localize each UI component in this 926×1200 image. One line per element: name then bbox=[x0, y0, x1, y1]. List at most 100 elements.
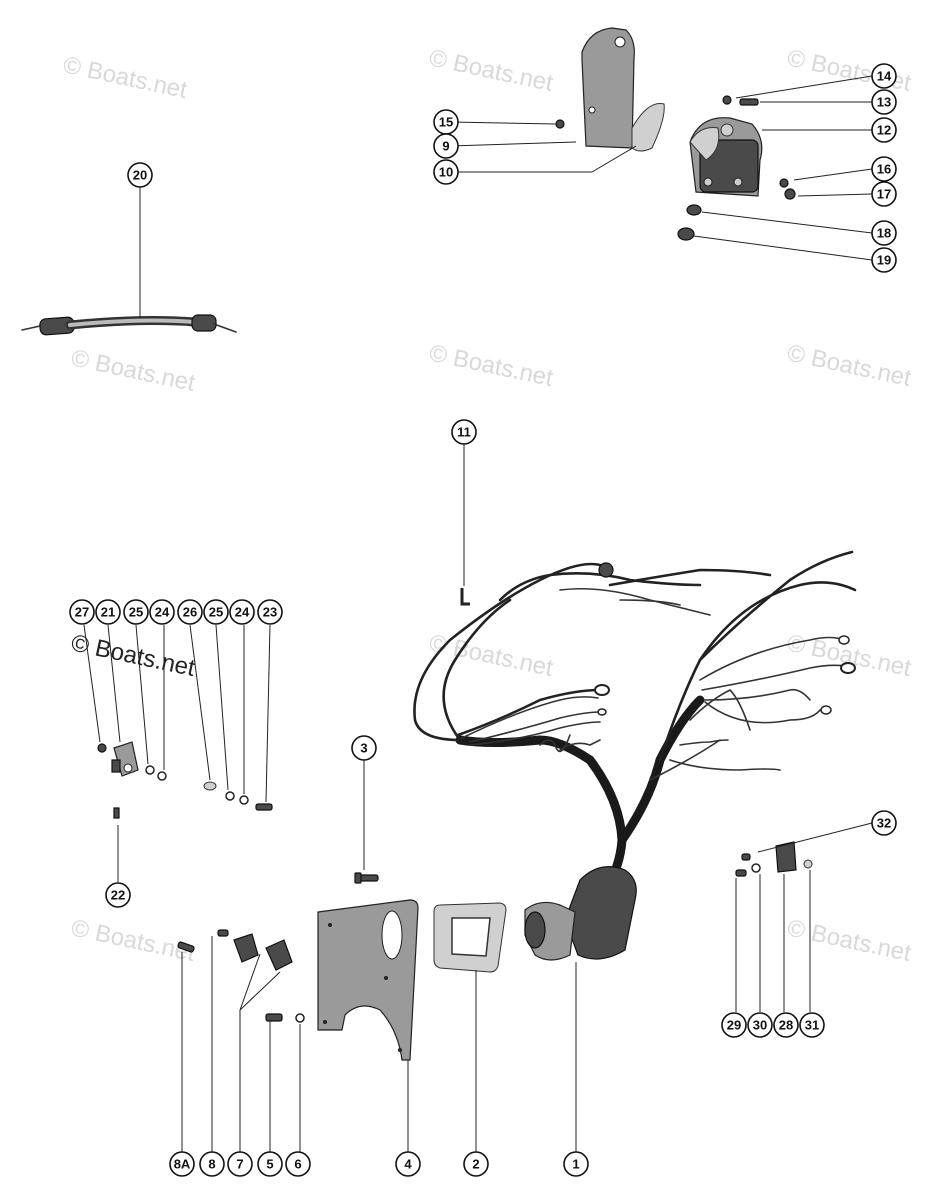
callout-8: 8 bbox=[199, 1151, 225, 1177]
callout-32: 32 bbox=[871, 810, 897, 836]
callout-5: 5 bbox=[257, 1151, 283, 1177]
watermark: © Boats.net bbox=[785, 914, 914, 967]
callout-18: 18 bbox=[871, 220, 897, 246]
callout-number: 27 bbox=[75, 605, 89, 620]
callout-30: 30 bbox=[747, 1012, 773, 1038]
callout-number: 17 bbox=[877, 187, 891, 202]
callout-23: 23 bbox=[257, 599, 283, 625]
callout-number: 19 bbox=[877, 253, 891, 268]
callout-circle bbox=[871, 220, 897, 246]
mounting-plate bbox=[317, 899, 419, 1061]
callout-number: 24 bbox=[155, 605, 170, 620]
callout-25b: 25 bbox=[203, 599, 229, 625]
callout-number: 13 bbox=[877, 95, 891, 110]
callout-number: 16 bbox=[877, 162, 891, 177]
callout-21: 21 bbox=[95, 599, 121, 625]
callout-number: 14 bbox=[877, 69, 892, 84]
callout-15: 15 bbox=[433, 109, 459, 135]
callout-28: 28 bbox=[773, 1012, 799, 1038]
callout-4: 4 bbox=[395, 1151, 421, 1177]
callout-circle bbox=[871, 117, 897, 143]
leader-lines bbox=[83, 75, 873, 1152]
callout-number: 20 bbox=[133, 168, 147, 183]
callout-circle bbox=[463, 1151, 489, 1177]
callout-circle bbox=[773, 1012, 799, 1038]
callout-11: 11 bbox=[451, 419, 477, 445]
callout-circle bbox=[105, 882, 131, 908]
callout-19: 19 bbox=[871, 247, 897, 273]
callout-number: 9 bbox=[442, 139, 449, 154]
callout-circle bbox=[871, 156, 897, 182]
callout-number: 25 bbox=[129, 605, 143, 620]
callout-31: 31 bbox=[799, 1012, 825, 1038]
callout-number: 25 bbox=[209, 605, 223, 620]
callout-17: 17 bbox=[871, 181, 897, 207]
callout-circle bbox=[747, 1012, 773, 1038]
callout-12: 12 bbox=[871, 117, 897, 143]
watermark: © Boats.net bbox=[785, 629, 914, 682]
watermark: © Boats.net bbox=[69, 914, 198, 967]
callout-circle bbox=[149, 599, 175, 625]
callout-circle bbox=[123, 599, 149, 625]
callout-circle bbox=[177, 599, 203, 625]
callout-circle bbox=[395, 1151, 421, 1177]
callout-number: 12 bbox=[877, 123, 891, 138]
callout-13: 13 bbox=[871, 89, 897, 115]
insulator-pad bbox=[631, 103, 665, 152]
callout-number: 8 bbox=[208, 1157, 215, 1172]
callout-number: 30 bbox=[753, 1018, 767, 1033]
solenoid-bracket bbox=[581, 27, 635, 149]
callout-circle bbox=[127, 162, 153, 188]
lower-left-hardware bbox=[177, 929, 305, 1023]
callout-10: 10 bbox=[433, 159, 459, 185]
callout-circle bbox=[169, 1151, 195, 1177]
screw bbox=[354, 872, 379, 884]
callout-number: 28 bbox=[779, 1018, 793, 1033]
callout-circle bbox=[871, 810, 897, 836]
callout-circle bbox=[563, 1151, 589, 1177]
battery-cable bbox=[21, 314, 237, 336]
callout-number: 18 bbox=[877, 226, 891, 241]
wire-clip bbox=[460, 588, 470, 606]
starter-solenoid bbox=[689, 117, 763, 197]
watermark: © Boats.net bbox=[427, 629, 556, 682]
callout-2: 2 bbox=[463, 1151, 489, 1177]
callout-20: 20 bbox=[127, 162, 153, 188]
callout-circle bbox=[721, 1012, 747, 1038]
callout-number: 11 bbox=[457, 425, 471, 440]
watermark: © Boats.net bbox=[785, 339, 914, 392]
callout-circle bbox=[433, 159, 459, 185]
callout-circle bbox=[351, 735, 377, 761]
callout-number: 10 bbox=[439, 165, 453, 180]
right-hardware bbox=[735, 841, 813, 877]
watermark: © Boats.net bbox=[427, 339, 556, 392]
callout-14: 14 bbox=[871, 63, 897, 89]
callout-circle bbox=[451, 419, 477, 445]
wiring-harness bbox=[413, 550, 857, 961]
watermark: © Boats.net bbox=[61, 51, 190, 104]
callout-number: 5 bbox=[266, 1157, 273, 1172]
callout-circle bbox=[871, 181, 897, 207]
callout-25a: 25 bbox=[123, 599, 149, 625]
callout-circle bbox=[871, 63, 897, 89]
callout-number: 24 bbox=[235, 605, 250, 620]
callout-number: 6 bbox=[294, 1157, 301, 1172]
callout-number: 2 bbox=[472, 1157, 479, 1172]
callout-circle bbox=[433, 133, 459, 159]
callout-number: 7 bbox=[236, 1157, 243, 1172]
callout-circle bbox=[257, 1151, 283, 1177]
callout-7: 7 bbox=[227, 1151, 253, 1177]
callout-number: 4 bbox=[404, 1157, 412, 1172]
watermark: © Boats.net bbox=[69, 344, 198, 397]
callout-circle bbox=[203, 599, 229, 625]
watermark: © Boats.net bbox=[427, 44, 556, 97]
callout-number: 21 bbox=[101, 605, 115, 620]
callout-circle bbox=[227, 1151, 253, 1177]
callout-3: 3 bbox=[351, 735, 377, 761]
callout-circle bbox=[199, 1151, 225, 1177]
callout-number: 15 bbox=[439, 115, 453, 130]
callout-29: 29 bbox=[721, 1012, 747, 1038]
callout-number: 22 bbox=[111, 888, 125, 903]
callout-number: 1 bbox=[572, 1157, 579, 1172]
